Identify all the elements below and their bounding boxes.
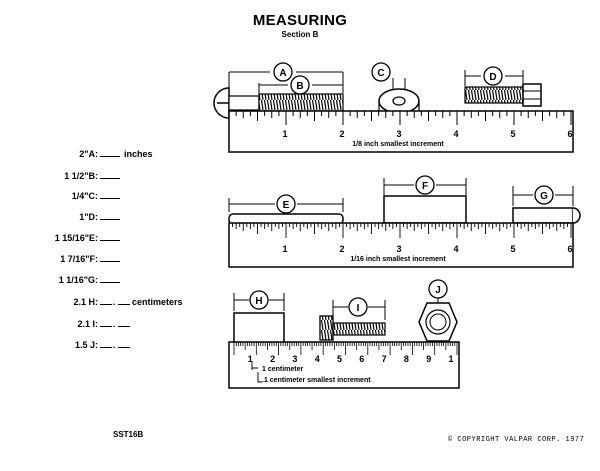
ruler-number: 3 [292,354,297,364]
answer-blank[interactable] [100,274,120,283]
ruler-number: 3 [396,129,401,139]
copyright-notice: © COPYRIGHT VALPAR CORP. 1977 [448,436,585,444]
question-c: 1/4"C: [40,190,220,201]
ruler-number: 6 [567,129,572,139]
decimal-point: . [112,340,116,350]
marker-g: G [540,191,548,202]
ruler-number: 4 [315,354,320,364]
answer-decimal-blank[interactable] [118,296,130,305]
markers-2: E F G [276,175,554,214]
answer-blank[interactable] [100,232,120,241]
markers-1: A B C D [273,62,503,95]
question-f: 1 7/16"F: [40,253,220,264]
block-f [383,195,467,224]
answer-blank[interactable] [100,170,120,179]
ruler-number: 9 [426,354,431,364]
centimeter-callout: 1 centimeter [262,366,304,373]
answer-whole-blank[interactable] [100,318,112,327]
ruler-number: 5 [337,354,342,364]
answer-decimal-blank[interactable] [118,339,130,348]
dimension-lines-1 [228,70,524,95]
ruler-number: 2 [339,244,344,254]
markers-3: H I J [249,279,448,317]
question-label: 2"A: [79,149,98,159]
question-b: 1 1/2"B: [40,170,220,181]
question-label: 1 1/2"B: [64,171,98,181]
answer-blank[interactable] [100,211,120,220]
bolt-2 [464,83,542,107]
ruler-number: 7 [382,354,387,364]
question-a: 2"A: inches [40,148,220,159]
decimal-point: . [112,319,116,329]
marker-i: I [357,303,360,314]
block-g [512,207,581,224]
ruler-number: 2 [339,129,344,139]
question-d: 1"D: [40,211,220,222]
marker-d: D [489,72,496,83]
ruler-number: 4 [453,244,458,254]
ruler-number: 1 [282,244,287,254]
question-label: 2.1 H: [73,297,98,307]
centimeter-callout-lines [251,362,258,370]
ruler-2-ticks [228,223,572,238]
answer-whole-blank[interactable] [100,296,112,305]
question-g: 1 1/16"G: [40,274,220,285]
answer-decimal-blank[interactable] [118,318,130,327]
marker-e: E [283,200,290,211]
question-j: 1.5 J:. [40,339,220,350]
ruler-number: 8 [404,354,409,364]
question-h: 2.1 H:. centimeters [40,296,220,307]
marker-a: A [279,68,286,79]
ruler-number: 4 [453,129,458,139]
marker-b: B [296,81,303,92]
form-code: SST16B [113,430,144,439]
marker-c: C [377,68,384,79]
hex-nut [418,302,458,342]
question-label: 1"D: [79,212,98,222]
question-i: 2.1 I:. [40,318,220,329]
ruler-number: 2 [270,354,275,364]
block-h [233,312,285,344]
page-title: MEASURING [252,12,348,29]
question-label: 1 7/16"F: [60,254,98,264]
ruler-3-caption: .1 centimeter smallest increment [262,377,371,384]
unit-label: inches [124,149,153,159]
ruler-3-numbers: 1 2 3 4 5 6 7 8 9 1 [248,354,454,364]
question-label: 1 1/16"G: [58,275,98,285]
question-label: 2.1 I: [77,319,98,329]
ruler-number: 1 [248,354,253,364]
question-e: 1 15/16"E: [40,232,220,243]
ruler-number: 1 [448,354,453,364]
ruler-2-caption: 1/16 inch smallest increment [350,256,446,263]
ruler-number: 1 [282,129,287,139]
ruler-1-numbers: 1 2 3 4 5 6 [282,129,572,139]
answer-blank[interactable] [100,148,120,157]
page-subtitle: Section B [281,30,319,39]
answer-blank[interactable] [100,253,120,262]
dimension-lines-3 [233,293,439,320]
screw [319,315,386,341]
ruler-number: 6 [567,244,572,254]
ruler-1-ticks [228,111,572,125]
question-label: 1/4"C: [71,191,98,201]
ruler-number: 5 [510,129,515,139]
question-label: 1.5 J: [74,340,98,350]
ruler-number: 6 [359,354,364,364]
marker-f: F [422,181,428,192]
marker-j: J [435,285,441,296]
ruler-1-caption: 1/8 inch smallest increment [352,141,444,148]
ruler-number: 5 [510,244,515,254]
answer-whole-blank[interactable] [100,339,112,348]
ruler-3-ticks [233,342,458,355]
bolt-1 [213,87,344,119]
question-label: 1 15/16"E: [54,233,98,243]
marker-h: H [255,296,262,307]
unit-label: centimeters [132,297,183,307]
answer-blank[interactable] [100,190,120,199]
dimension-lines-2 [228,178,574,212]
ruler-number: 3 [396,244,401,254]
decimal-point: . [112,297,116,307]
ruler-2-numbers: 1 2 3 4 5 6 [282,244,572,254]
